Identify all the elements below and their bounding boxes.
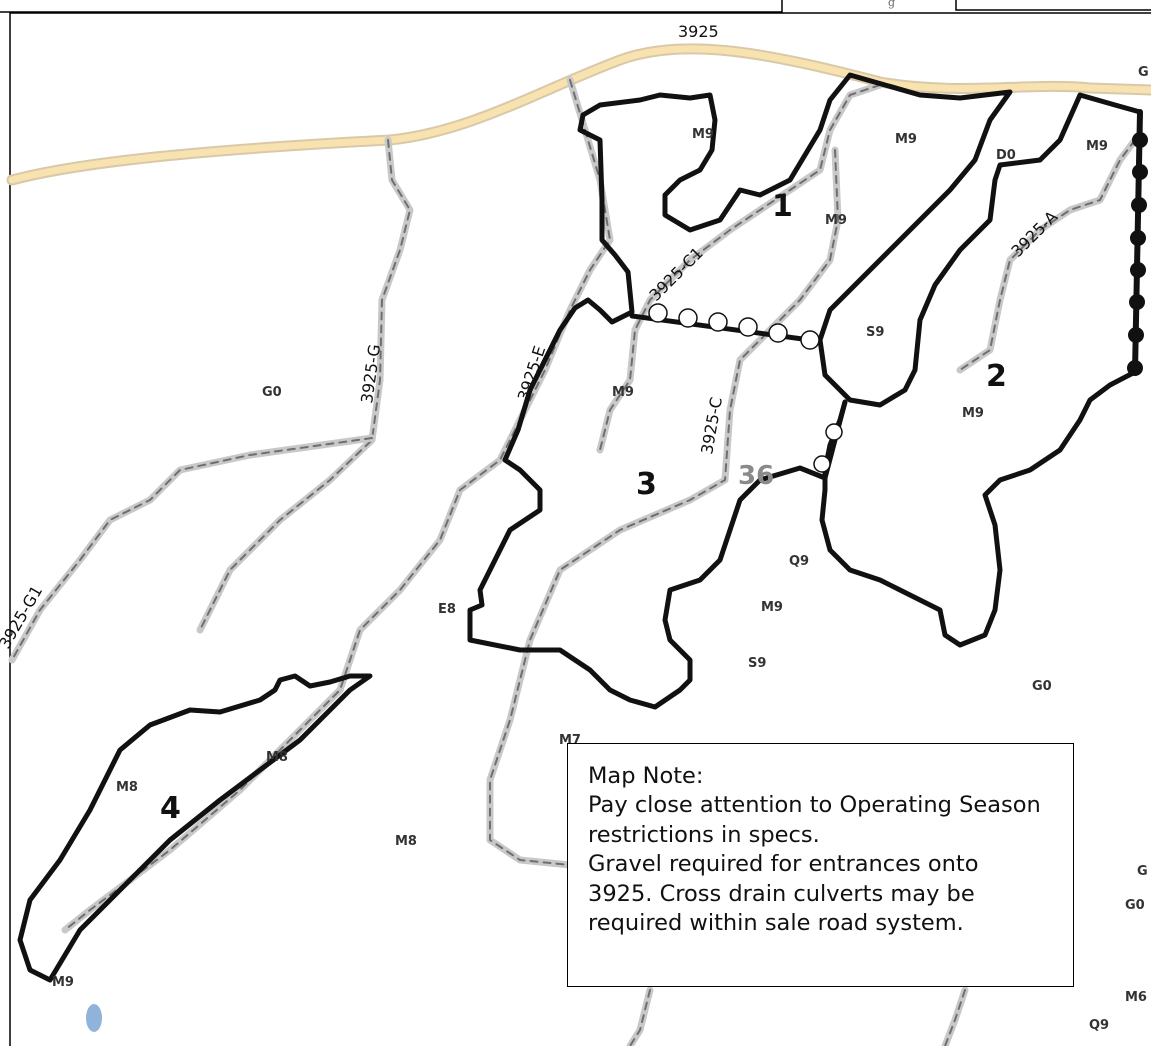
road-bottom-spurs[interactable] — [626, 986, 969, 1050]
stand-label: G — [1138, 65, 1149, 80]
stand-label: M8 — [266, 750, 288, 765]
stand-label: M9 — [52, 975, 74, 990]
stand-label: M9 — [692, 127, 714, 142]
stand-label: M6 — [1125, 990, 1147, 1005]
header-box-right — [955, 0, 1151, 11]
stand-label: M9 — [1086, 139, 1108, 154]
stand-label: G — [1137, 864, 1148, 879]
road-3925-e[interactable] — [61, 76, 614, 934]
map-note-line: required within sale road system. — [588, 910, 964, 937]
unit-label-4: 4 — [160, 791, 181, 826]
road-3925-a[interactable] — [956, 136, 1139, 374]
stand-label: Q9 — [789, 554, 809, 569]
stand-label: S9 — [866, 325, 884, 340]
map-note-line: Gravel required for entrances onto — [588, 851, 979, 878]
unit-label-2: 2 — [986, 359, 1007, 394]
map-note-title: Map Note: — [588, 763, 704, 789]
top-tick-label: g — [888, 0, 895, 9]
map-frame — [9, 12, 1151, 1050]
section-line-dots — [1127, 132, 1148, 376]
map-note-line: 3925. Cross drain culverts may be — [588, 880, 975, 907]
stand-label: M9 — [761, 600, 783, 615]
stand-label: G0 — [262, 385, 282, 400]
section-number-label: 36 — [738, 461, 774, 491]
road-label-3925-a: 3925-A — [1007, 207, 1061, 261]
stand-label: S9 — [748, 656, 766, 671]
stand-label: M9 — [895, 132, 917, 147]
stand-label: M8 — [395, 834, 417, 849]
stand-label: Q9 — [1089, 1018, 1109, 1033]
unit-1-boundary[interactable] — [580, 72, 1143, 408]
stand-label: M8 — [116, 780, 138, 795]
unit-3-boundary[interactable] — [467, 112, 828, 710]
road-3925-g[interactable] — [196, 136, 414, 634]
culvert-markers[interactable] — [648, 303, 843, 473]
road-3925-g1[interactable] — [8, 434, 376, 664]
road-label-3925: 3925 — [678, 22, 719, 41]
unit-2-boundary[interactable] — [819, 109, 1143, 648]
road-label-3925-c: 3925-C — [697, 396, 726, 456]
unit-label-3: 3 — [636, 467, 657, 502]
highway-3925[interactable] — [6, 43, 1151, 186]
stand-label: M9 — [612, 385, 634, 400]
unit-4-boundary[interactable] — [17, 673, 373, 983]
header-box-left — [0, 0, 783, 13]
stand-label: G0 — [1125, 898, 1145, 913]
water-feature — [86, 1004, 102, 1032]
map-note-line: restrictions in specs. — [588, 821, 820, 848]
stand-label: E8 — [438, 602, 456, 617]
road-3925-c1[interactable] — [596, 81, 884, 454]
stand-label: G0 — [1032, 679, 1052, 694]
stand-label: D0 — [996, 148, 1016, 163]
road-3925-c[interactable] — [486, 146, 842, 869]
map-note-line: Pay close attention to Operating Season — [588, 792, 1041, 819]
road-label-3925-c1: 3925-C1 — [645, 243, 706, 304]
stand-label: M9 — [825, 213, 847, 228]
unit-label-1: 1 — [772, 189, 793, 224]
stand-label: M9 — [962, 406, 984, 421]
map-note-box: Map Note: Pay close attention to Operati… — [567, 743, 1074, 987]
